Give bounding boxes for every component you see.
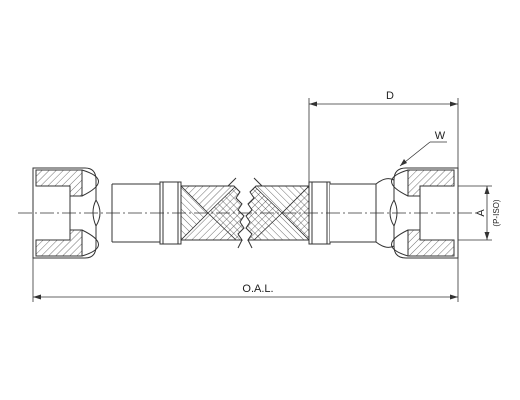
label-w: W	[435, 130, 446, 142]
dimension-oal	[32, 258, 459, 302]
dimension-a	[458, 185, 492, 241]
dimension-w	[399, 141, 447, 167]
label-a: A	[475, 209, 487, 217]
label-oal: O.A.L.	[242, 283, 273, 295]
label-a-thread: (P-ISO)	[492, 199, 501, 226]
dimension-d	[308, 98, 459, 186]
label-d: D	[386, 90, 394, 102]
